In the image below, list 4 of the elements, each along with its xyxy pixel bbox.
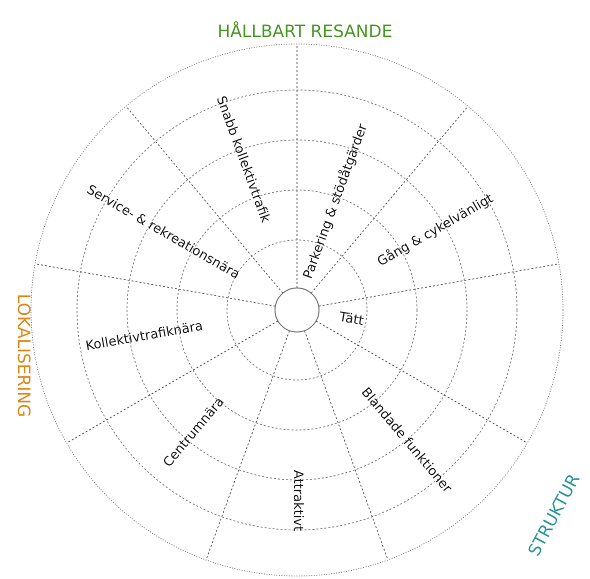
group-heading: HÅLLBART RESANDE bbox=[218, 24, 392, 40]
group-heading: LOKALISERING bbox=[14, 293, 31, 417]
sector-label: Tätt bbox=[338, 311, 364, 328]
sector-label: Attraktivt bbox=[290, 469, 304, 531]
